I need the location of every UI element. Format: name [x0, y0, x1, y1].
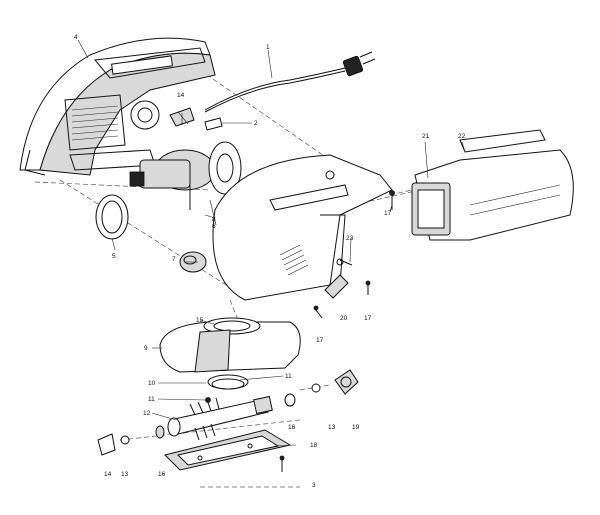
dirt-cup-assembly: [411, 129, 574, 241]
part-label-9: 9: [144, 345, 148, 352]
part-label-17-right: 17: [384, 210, 392, 217]
part-label-14-left: 13: [121, 471, 129, 478]
part-label-15: 15: [196, 317, 204, 324]
part-label-19: 19: [352, 424, 360, 431]
part-label-5: 5: [112, 253, 116, 260]
screws: [313, 190, 395, 319]
part-label-6: 6: [212, 223, 216, 230]
latch-assembly: [324, 258, 353, 299]
power-switch: [169, 107, 223, 131]
brush-roll: [167, 395, 273, 441]
part-label-14-right: 13: [328, 424, 336, 431]
belt-and-ring: [205, 374, 249, 403]
part-label-16-mid: 16: [288, 424, 296, 431]
part-label-7: 7: [172, 256, 176, 263]
part-label-1: 1: [266, 44, 270, 51]
part-label-13-bottom: 14: [104, 471, 112, 478]
part-label-12: 12: [143, 410, 151, 417]
part-label-4: 4: [74, 34, 78, 41]
part-label-11-left: 11: [148, 396, 155, 403]
part-labels: 4 1 2 14 8 6 5 7 21 22 17 23 20 17 17 15…: [74, 34, 466, 489]
brush-bristles: [189, 397, 220, 441]
part-label-11-right: 11: [285, 373, 292, 380]
part-label-13-top: 14: [177, 92, 185, 99]
power-cord: [204, 51, 376, 113]
part-label-10: 10: [148, 380, 156, 387]
part-label-8: 8: [212, 216, 216, 223]
right-housing-vents: [279, 244, 309, 276]
leader-lines: [77, 39, 466, 447]
nozzle-housing: [159, 317, 301, 373]
part-label-2: 2: [254, 120, 258, 127]
part-label-22: 22: [458, 133, 466, 140]
part-label-16-left: 16: [158, 471, 166, 478]
part-label-3: 3: [312, 482, 316, 489]
motor-assembly: [129, 141, 242, 210]
bottom-plate: [164, 429, 292, 471]
left-housing-vents: [71, 105, 119, 141]
wheel-parts: [97, 369, 359, 456]
part-label-21: 21: [422, 133, 430, 140]
part-label-17-mid: 17: [364, 315, 372, 322]
part-label-23: 23: [346, 235, 354, 242]
part-label-17-left: 17: [316, 337, 324, 344]
filter-ring: [95, 194, 129, 240]
part-label-18: 18: [310, 442, 318, 449]
part-label-20: 20: [340, 315, 348, 322]
bottom-screw: [279, 455, 285, 472]
left-housing-half: [19, 37, 216, 176]
